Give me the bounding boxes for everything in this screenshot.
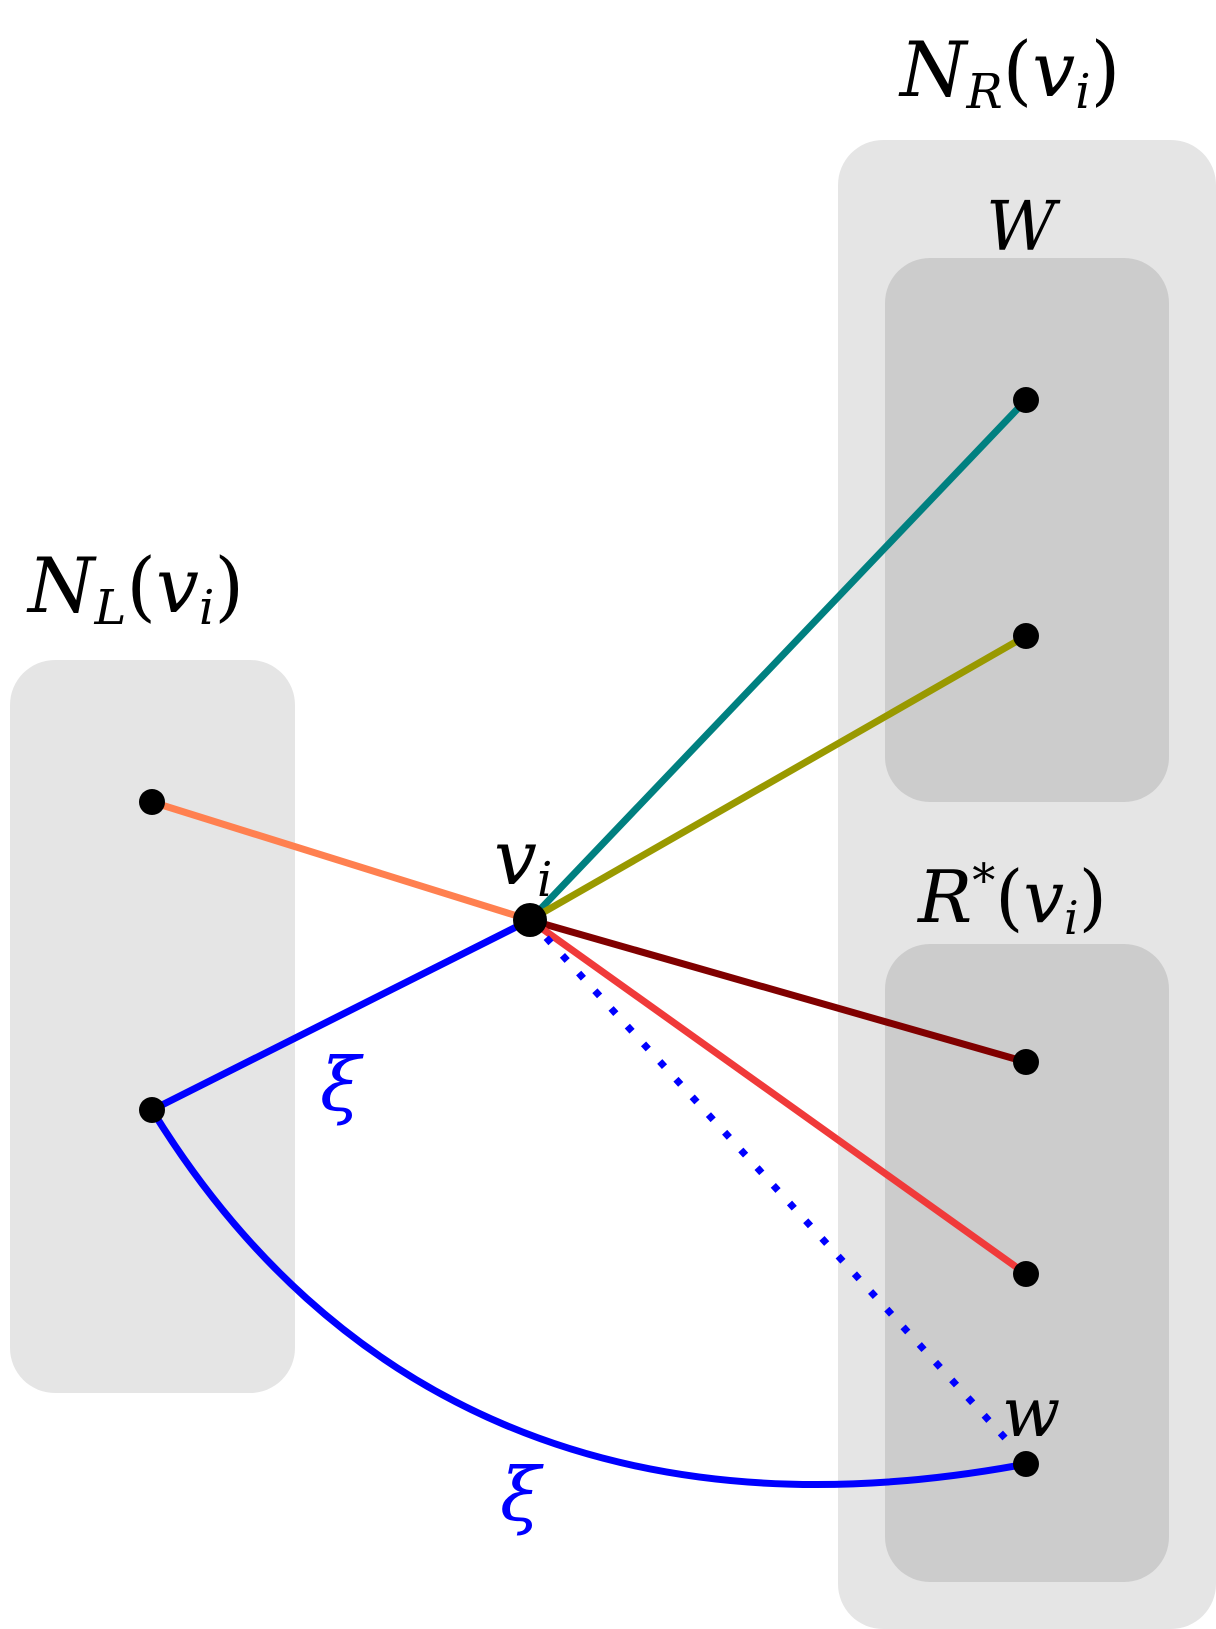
edge-xi-curve <box>149 1108 1027 1488</box>
vertex-r1 <box>1013 1049 1039 1075</box>
edge-from-left-top <box>150 798 532 924</box>
label-w-vertex: w <box>1002 1374 1060 1453</box>
label-xi-curve: ξ <box>500 1452 544 1538</box>
label-w-set: W <box>986 188 1061 267</box>
vertex-v-i <box>513 903 547 937</box>
edge-to-r1 <box>529 916 1027 1066</box>
vertex-w2 <box>1013 623 1039 649</box>
edge-xi-straight <box>150 916 532 1114</box>
label-v-i: vi <box>494 813 552 908</box>
edge-to-w1 <box>527 397 1029 923</box>
label-n-r: NR(vi) <box>898 25 1120 120</box>
edge-to-w2 <box>528 632 1028 924</box>
label-xi-straight: ξ <box>320 1042 364 1128</box>
vertex-left-top <box>139 789 165 815</box>
left-neighborhood-box <box>10 660 295 1393</box>
vertex-w1 <box>1013 387 1039 413</box>
label-n-l: NL(vi) <box>26 541 244 636</box>
w-set-box <box>885 258 1169 802</box>
vertex-r2 <box>1013 1261 1039 1287</box>
label-r-star: R*(vi) <box>916 853 1107 945</box>
vertex-left-bottom <box>139 1097 165 1123</box>
edge-to-r2 <box>527 917 1029 1277</box>
vertex-w <box>1013 1451 1039 1477</box>
